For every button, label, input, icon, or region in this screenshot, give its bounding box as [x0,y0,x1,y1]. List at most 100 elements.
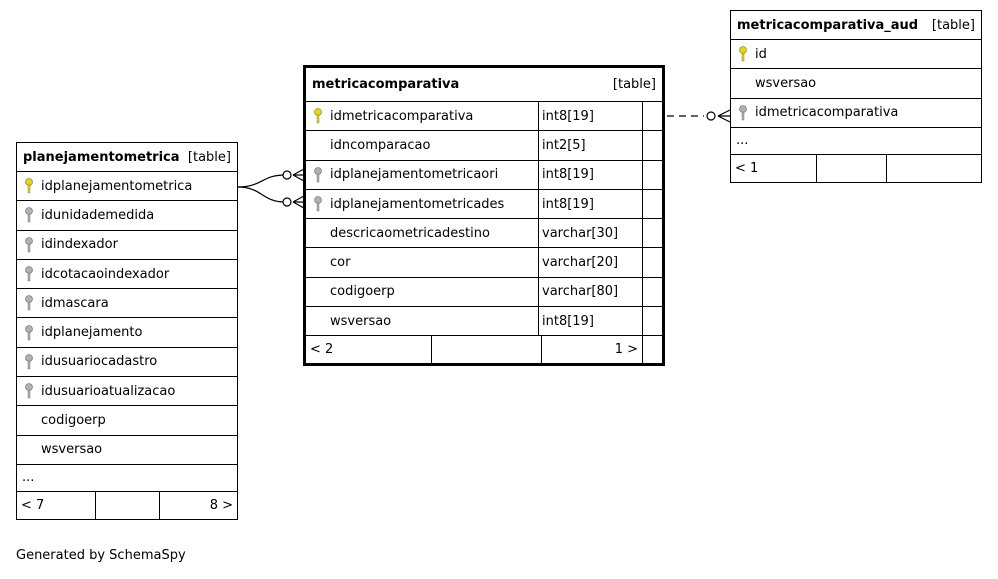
table-type: [table] [931,17,975,33]
column-name[interactable]: wsversao [41,442,103,458]
column-gutter [642,160,662,189]
relationship-metricacomparativa-to-aud [655,109,731,123]
parents-count[interactable]: < 7 [21,497,45,513]
table-header: metricacomparativa [table] [306,68,662,102]
foreign-key-icon [17,324,41,341]
foreign-key-icon [17,295,41,311]
table-row[interactable]: idmetricacomparativa int8[19] [306,102,662,132]
column-name[interactable]: idplanejamentometrica [41,178,193,194]
column-type: int2[5] [538,131,642,160]
table-row[interactable]: wsversao [17,436,237,465]
table-name[interactable]: planejamentometrica [23,149,180,165]
table-planejamentometrica[interactable]: planejamentometrica [table] idplanejamen… [16,142,238,520]
parents-count[interactable]: < 2 [310,342,334,358]
table-row[interactable]: idmetricacomparativa [731,99,981,128]
table-row[interactable]: idplanejamentometrica [17,172,237,202]
children-count[interactable]: 8 > [159,491,237,519]
table-footer: < 1 [731,154,981,182]
footer-spacer [431,336,541,364]
column-name[interactable]: id [755,46,767,62]
column-name[interactable]: idusuarioatualizacao [41,383,176,399]
column-name[interactable]: idplanejamento [41,325,143,341]
table-metricacomparativa_aud[interactable]: metricacomparativa_aud [table] id wsversa… [730,10,982,183]
column-name[interactable]: idplanejamentometricaori [330,167,499,183]
table-row[interactable]: id [731,40,981,70]
footer-spacer [816,154,886,182]
column-list: idplanejamentometrica idunidademedida idin… [17,172,237,465]
column-type: int8[19] [538,102,642,131]
column-name[interactable]: idplanejamentometricades [330,196,505,212]
column-type: varchar[30] [538,219,642,248]
column-name[interactable]: codigoerp [41,413,106,429]
more-columns: ... [17,465,237,492]
column-name[interactable]: cor [330,255,351,271]
table-footer: < 7 8 > [17,491,237,519]
table-row[interactable]: idplanejamentometricaori int8[19] [306,160,662,190]
column-name[interactable]: idcotacaoindexador [41,266,170,282]
column-gutter [642,102,662,131]
column-name[interactable]: idusuariocadastro [41,354,158,370]
table-row[interactable]: codigoerp varchar[80] [306,277,662,308]
column-gutter [642,307,662,336]
foreign-key-icon [17,383,41,399]
table-row[interactable]: idunidademedida [17,201,237,231]
column-name[interactable]: descricaometricadestino [330,225,490,241]
table-row[interactable]: idplanejamentometricades int8[19] [306,189,662,220]
column-name[interactable]: idmascara [41,295,109,311]
table-row[interactable]: idusuariocadastro [17,348,237,378]
table-row[interactable]: idindexador [17,231,237,260]
primary-key-icon [17,178,41,194]
table-row[interactable]: idmascara [17,289,237,319]
column-name[interactable]: idindexador [41,237,118,253]
table-row[interactable]: idplanejamento [17,318,237,348]
column-gutter [642,277,662,307]
foreign-key-icon [17,354,41,370]
more-columns: ... [731,128,981,155]
table-row[interactable]: wsversao [731,69,981,99]
table-name[interactable]: metricacomparativa_aud [737,17,919,33]
column-name[interactable]: idmetricacomparativa [755,105,899,121]
column-name[interactable]: codigoerp [330,284,395,300]
table-row[interactable]: idncomparacao int2[5] [306,131,662,161]
table-row[interactable]: descricaometricadestino varchar[30] [306,219,662,249]
table-type: [table] [612,77,656,92]
foreign-key-icon [17,236,41,253]
foreign-key-icon [731,104,755,121]
relationship-planejamentometrica-to-metricacomparativa [237,168,305,209]
column-type: int8[19] [538,307,642,336]
column-name[interactable]: idunidademedida [41,207,155,223]
parents-count[interactable]: < 1 [735,160,759,176]
column-gutter [642,131,662,160]
table-row[interactable]: wsversao int8[19] [306,307,662,337]
table-metricacomparativa[interactable]: metricacomparativa [table] idmetricacomp… [303,65,665,367]
column-name[interactable]: wsversao [755,75,817,91]
column-gutter [642,248,662,277]
column-name[interactable]: idmetricacomparativa [330,108,474,124]
table-footer: < 2 1 > [306,336,662,364]
foreign-key-icon [17,207,41,223]
column-type: int8[19] [538,160,642,189]
column-gutter [642,189,662,219]
footer-gutter [642,336,662,364]
column-list: id wsversao idmetricacomparativa [731,40,981,128]
column-type: varchar[80] [538,277,642,307]
column-type: int8[19] [538,189,642,219]
children-count[interactable]: 1 > [541,336,642,364]
column-name[interactable]: idncomparacao [330,137,431,153]
table-row[interactable]: idusuarioatualizacao [17,377,237,407]
column-gutter [642,219,662,248]
column-name[interactable]: wsversao [330,313,392,329]
primary-key-icon [731,46,755,62]
foreign-key-icon [306,166,330,183]
table-name[interactable]: metricacomparativa [312,77,460,92]
table-header: planejamentometrica [table] [17,143,237,172]
children-count[interactable] [886,154,981,182]
table-row[interactable]: codigoerp [17,406,237,436]
foreign-key-icon [17,266,41,282]
primary-key-icon [306,108,330,124]
footer-spacer [95,491,159,519]
table-row[interactable]: idcotacaoindexador [17,260,237,290]
